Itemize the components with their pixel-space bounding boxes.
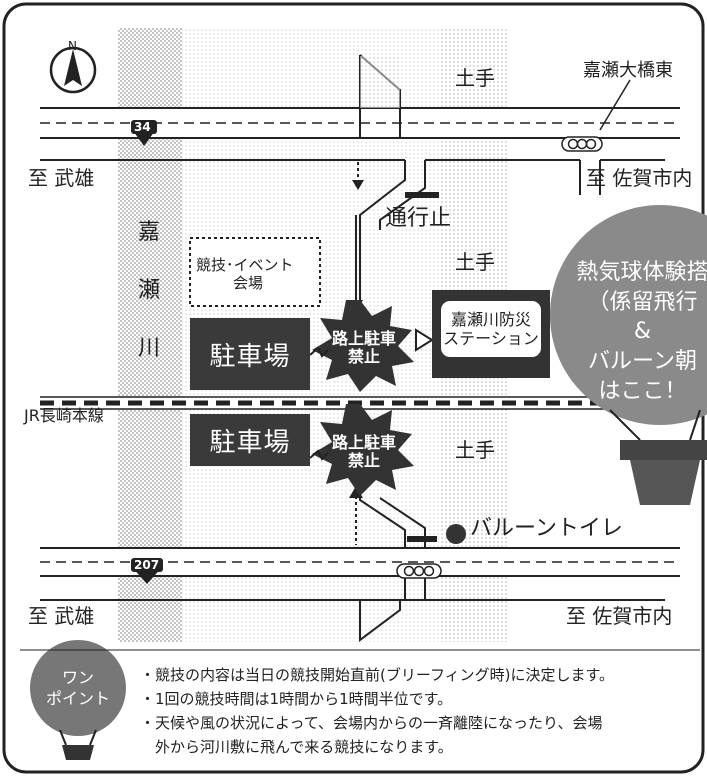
embankment-label-1: 土手 <box>455 66 495 90</box>
to-takeo-top-label: 至 武雄 <box>28 166 95 190</box>
jr-line-track <box>40 397 695 409</box>
to-takeo-bottom-label: 至 武雄 <box>28 604 95 628</box>
route-207-number: 207 <box>134 558 160 572</box>
note-4: 外から河川敷に飛んで来る競技になります。 <box>140 738 453 756</box>
route-34-shield <box>131 120 157 146</box>
no-parking-burst-bottom <box>312 404 414 496</box>
route-207-shield <box>131 558 163 584</box>
embankment-label-2: 土手 <box>455 250 495 274</box>
traffic-light-top-icon <box>561 136 603 152</box>
note-1: ・競技の内容は当日の競技開始直前(ブリーフィング時)に決定します。 <box>140 666 615 684</box>
toilet-marker <box>446 524 466 544</box>
traffic-light-bottom-icon <box>396 563 442 579</box>
parking-lot-top: 駐車場 <box>190 318 310 390</box>
no-parking-bottom-text: 路上駐車 禁止 <box>331 433 396 470</box>
traffic-closed-label: 通行止 <box>385 206 452 231</box>
to-saga-bottom-label: 至 佐賀市内 <box>566 604 673 628</box>
no-parking-top-text: 路上駐車 禁止 <box>331 329 396 366</box>
disaster-station-label: 嘉瀬川防災 ステーション <box>438 298 544 360</box>
note-2: ・1回の競技時間は1時間から1時間半位です。 <box>140 690 453 708</box>
hot-air-balloon-icon <box>550 205 707 505</box>
venue-label-line2: 会場 <box>233 274 264 292</box>
balloon-toilet-label: バルーントイレ <box>470 516 623 541</box>
venue-label-line1: 競技･イベント <box>196 256 294 274</box>
closure-bar-top <box>405 192 439 198</box>
closure-bar-bottom <box>407 536 437 542</box>
jr-line-label: JR長崎本線 <box>24 406 104 425</box>
parking-lot-bottom: 駐車場 <box>190 414 310 466</box>
compass-label: N <box>68 39 77 53</box>
no-parking-burst-top <box>312 300 414 392</box>
note-3: ・天候や風の状況によって、会場内からの一斉離陸になったり、会場 <box>140 714 603 732</box>
balloon-experience-text: 熱気球体験搭 （係留飛行 & バルーン朝 はここ！ <box>576 260 707 404</box>
bridge-east-label: 嘉瀬大橋東 <box>583 60 673 81</box>
compass-north-icon <box>49 46 97 94</box>
one-point-balloon-icon <box>30 640 126 760</box>
route-34-number: 34 <box>134 120 151 134</box>
river-char-2: 瀬 <box>138 278 161 303</box>
river-char-1: 嘉 <box>138 220 161 245</box>
river-char-3: 川 <box>138 336 161 361</box>
venue-box <box>189 237 321 307</box>
to-saga-top-label: 至 佐賀市内 <box>586 166 693 190</box>
one-point-badge: ワン ポイント <box>45 668 110 708</box>
embankment-label-3: 土手 <box>455 438 495 462</box>
